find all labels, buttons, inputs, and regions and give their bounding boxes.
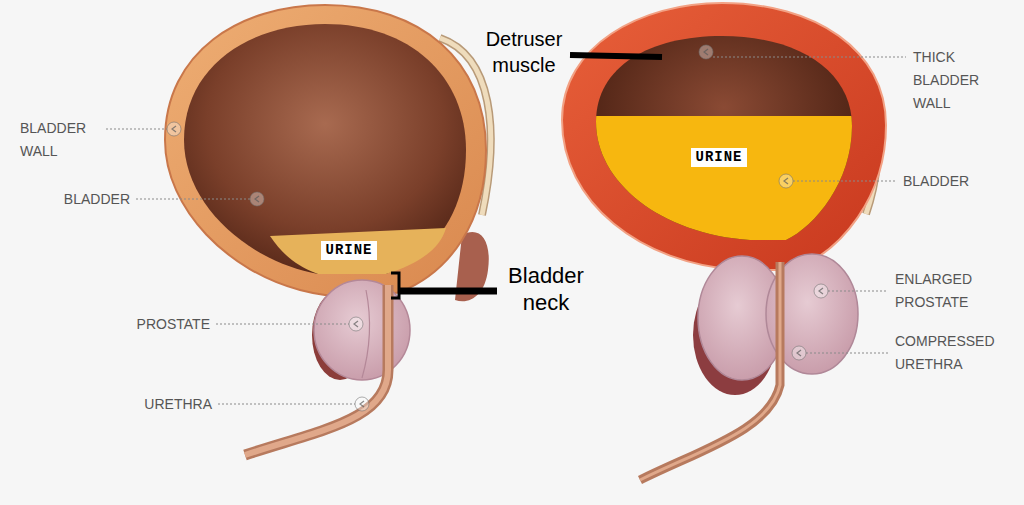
callout-label: Bladder neck [500, 262, 592, 316]
part-label: ENLARGED PROSTATE [895, 268, 999, 314]
callout-marker [792, 346, 806, 360]
part-label: BLADDER WALL [20, 117, 100, 163]
part-label: PROSTATE [137, 313, 210, 336]
urine-label: URINE [691, 148, 746, 167]
bladder-wall [165, 5, 486, 297]
normal-bladder [165, 5, 491, 455]
part-label: COMPRESSED URETHRA [895, 330, 1009, 376]
part-label: BLADDER [64, 188, 130, 211]
urine-label: URINE [321, 241, 376, 260]
prostate [314, 280, 410, 380]
part-label: BLADDER [903, 170, 1003, 193]
compressed-urethra [640, 262, 780, 480]
urine-pool [590, 116, 860, 246]
leader-line [828, 291, 888, 292]
callout-label: Detruser muscle [474, 26, 574, 78]
chevron [354, 321, 358, 327]
prostate-lobe-line [362, 290, 369, 378]
chevron [172, 126, 176, 132]
bracket [391, 273, 399, 298]
bladder-cavity [184, 24, 466, 274]
callout-marker [250, 192, 264, 206]
leader-line [218, 404, 355, 405]
thick-bladder-wall [562, 3, 886, 270]
chevron [797, 350, 801, 356]
callout-markers [167, 45, 828, 411]
chevron [819, 288, 823, 294]
leader-line [793, 181, 897, 182]
urethra [245, 285, 388, 455]
part-label: URETHRA [144, 393, 212, 416]
leader-line [106, 129, 167, 130]
callout-marker [167, 122, 181, 136]
leader-line [713, 57, 906, 58]
callout-marker [779, 174, 793, 188]
leader-lines [106, 57, 906, 404]
pointer-bar [400, 288, 497, 295]
pointer-bar [570, 55, 662, 57]
callout-marker [699, 45, 713, 59]
part-label: THICK BLADDER WALL [913, 46, 997, 115]
leader-line [216, 324, 349, 325]
urine-pool [270, 228, 446, 274]
callout-marker [814, 284, 828, 298]
compressed-urethra [640, 262, 780, 480]
marker-chevrons [172, 49, 823, 407]
chevron [784, 178, 788, 184]
callout-marker [355, 397, 369, 411]
obstructed-bladder [562, 3, 886, 480]
chevron [360, 401, 364, 407]
callout-marker [349, 317, 363, 331]
urethra [245, 285, 388, 455]
chevron [255, 196, 259, 202]
leader-line [806, 353, 888, 354]
leader-line [136, 199, 250, 200]
chevron [704, 49, 708, 55]
